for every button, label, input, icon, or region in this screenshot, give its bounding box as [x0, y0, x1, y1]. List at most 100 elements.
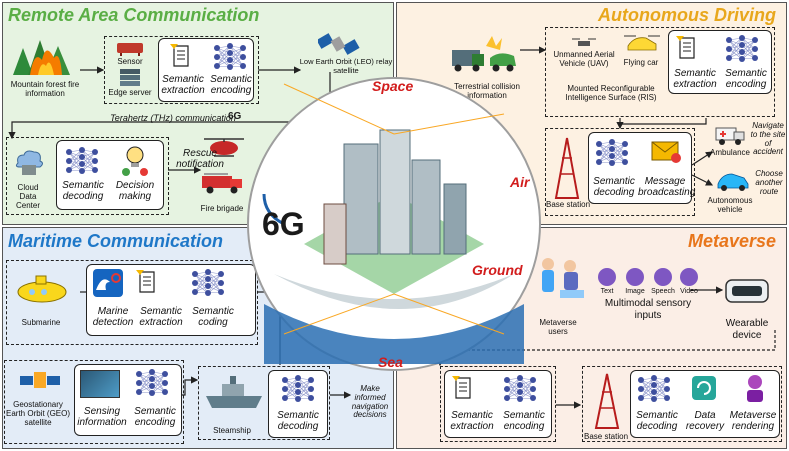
choose-route-label: Choose another route — [755, 169, 783, 196]
text-input-icon — [598, 268, 616, 286]
rescue-notification-label: Rescue notification — [176, 148, 224, 170]
video-label: Video — [680, 288, 698, 295]
geo-encoder-box — [4, 360, 184, 444]
ambulance-icon — [715, 127, 745, 145]
remote-encoder-box — [104, 36, 259, 104]
semantic-decoding-label: Semantic decoding — [62, 180, 104, 202]
submarine-label: Submarine — [21, 318, 61, 327]
uav-icon — [572, 38, 596, 46]
geo-satellite-label: Geostationary Earth Orbit (GEO) satellit… — [6, 400, 71, 428]
metaverse-rendering-label: Metaverse rendering — [729, 410, 777, 432]
neural-network-icon — [136, 369, 168, 396]
fire-brigade-label: Fire brigade — [200, 204, 244, 213]
maritime-encoder-box — [6, 260, 258, 345]
semantic-extraction-label: Semantic extraction — [450, 410, 494, 432]
semantic-extraction-icon — [452, 376, 471, 399]
semantic-coding-label: Semantic coding — [192, 306, 234, 328]
flying-car-icon — [624, 35, 660, 51]
air-label: Air — [510, 174, 530, 190]
semantic-encoding-label: Semantic encoding — [503, 410, 545, 432]
semantic-extraction-label: Semantic extraction — [161, 74, 205, 96]
maritime-title: Maritime Communication — [8, 231, 224, 251]
neural-network-icon — [66, 147, 98, 174]
semantic-encoding-label: Semantic encoding — [210, 74, 252, 96]
semantic-extraction-icon — [170, 44, 189, 67]
collision-info-label: Terrestrial collision information — [454, 82, 520, 101]
marine-wave-icon — [93, 269, 123, 297]
autonomous-vehicle-label: Autonomous vehicle — [707, 196, 753, 215]
navigate-label: Navigate to the site of accident — [750, 121, 786, 157]
edge-server-icon — [120, 69, 140, 86]
semantic-decoding-label: Semantic decoding — [636, 410, 678, 432]
data-recovery-icon — [692, 376, 716, 400]
semantic-extraction-label: Semantic extraction — [673, 68, 717, 90]
sensing-image-icon — [80, 370, 120, 398]
neural-network-icon — [282, 375, 314, 402]
neural-network-icon — [596, 139, 628, 166]
message-broadcasting-label: Message broadcasting — [638, 176, 696, 198]
6g-badge: 6G — [228, 111, 242, 122]
semantic-extraction-icon — [136, 270, 155, 293]
cloud-data-center-label: Cloud Data Center — [15, 183, 40, 211]
message-icon — [651, 141, 681, 163]
metaverse-title: Metaverse — [688, 231, 777, 251]
neural-network-icon — [214, 43, 246, 70]
fire-truck-icon — [202, 173, 242, 194]
semantic-encoding-label: Semantic encoding — [134, 406, 176, 428]
autonomous-vehicle-icon — [717, 173, 749, 191]
multimodal-label: Multimodal sensory inputs — [604, 298, 692, 321]
flying-car-label: Flying car — [623, 58, 659, 67]
semantic-decoding-label: Semantic decoding — [277, 410, 319, 432]
ambulance-label: Ambulance — [709, 148, 751, 157]
base-station-label: Base station — [545, 200, 591, 209]
metaverse-avatar-icon — [747, 375, 763, 402]
center-scene — [247, 77, 541, 371]
decision-bulb-icon — [122, 146, 148, 176]
rescue-helicopter-icon — [204, 138, 244, 157]
data-recovery-label: Data recovery — [685, 410, 725, 432]
navigation-decisions-label: Make informed navigation decisions — [351, 384, 389, 420]
remote-area-title: Remote Area Communication — [8, 5, 260, 25]
submarine-icon — [17, 275, 67, 303]
semantic-extraction-label: Semantic extraction — [139, 306, 183, 328]
sensor-icon — [117, 43, 143, 56]
cloud-data-center-icon — [15, 150, 43, 175]
geo-satellite-icon — [20, 372, 60, 388]
fire-info-label: Mountain forest fire information — [10, 80, 80, 99]
speech-input-icon — [654, 268, 672, 286]
base-station-icon — [594, 373, 620, 429]
sea-label: Sea — [378, 354, 403, 370]
uav-label: Unmanned Aerial Vehicle (UAV) — [553, 50, 615, 69]
text-label: Text — [600, 288, 614, 295]
metaverse-users-label: Metaverse users — [539, 318, 577, 337]
neural-network-icon — [192, 269, 224, 296]
auto-encoder-box — [545, 27, 775, 117]
leo-satellite-icon — [318, 33, 360, 55]
auto-decoder-box — [545, 128, 695, 216]
wearable-device-label: Wearable device — [725, 318, 769, 341]
meta-decoder-box — [582, 366, 782, 442]
sensing-info-label: Sensing information — [77, 406, 127, 428]
meta-encoder-box — [440, 366, 556, 442]
collision-icon — [452, 36, 516, 72]
neural-network-icon — [638, 375, 670, 402]
neural-network-icon — [726, 35, 758, 62]
thz-label: Terahertz (THz) communication — [110, 113, 236, 123]
autonomous-driving-title: Autonomous Driving — [598, 5, 776, 25]
steamship-icon — [206, 376, 262, 408]
vr-headset-icon — [725, 279, 769, 303]
decision-making-label: Decision making — [115, 180, 155, 202]
image-input-icon — [626, 268, 644, 286]
semantic-decoding-label: Semantic decoding — [593, 176, 635, 198]
neural-network-icon — [504, 375, 536, 402]
marine-detection-label: Marine detection — [92, 306, 134, 328]
leo-satellite-label: Low Earth Orbit (LEO) relay satellite — [299, 57, 393, 75]
steamship-box — [198, 366, 330, 440]
steamship-label: Steamship — [213, 426, 251, 435]
space-label: Space — [372, 78, 414, 94]
base-station-icon — [554, 137, 580, 199]
video-input-icon — [680, 268, 698, 286]
steamship-semantic-box — [268, 370, 328, 438]
sensor-label: Sensor — [117, 57, 143, 66]
